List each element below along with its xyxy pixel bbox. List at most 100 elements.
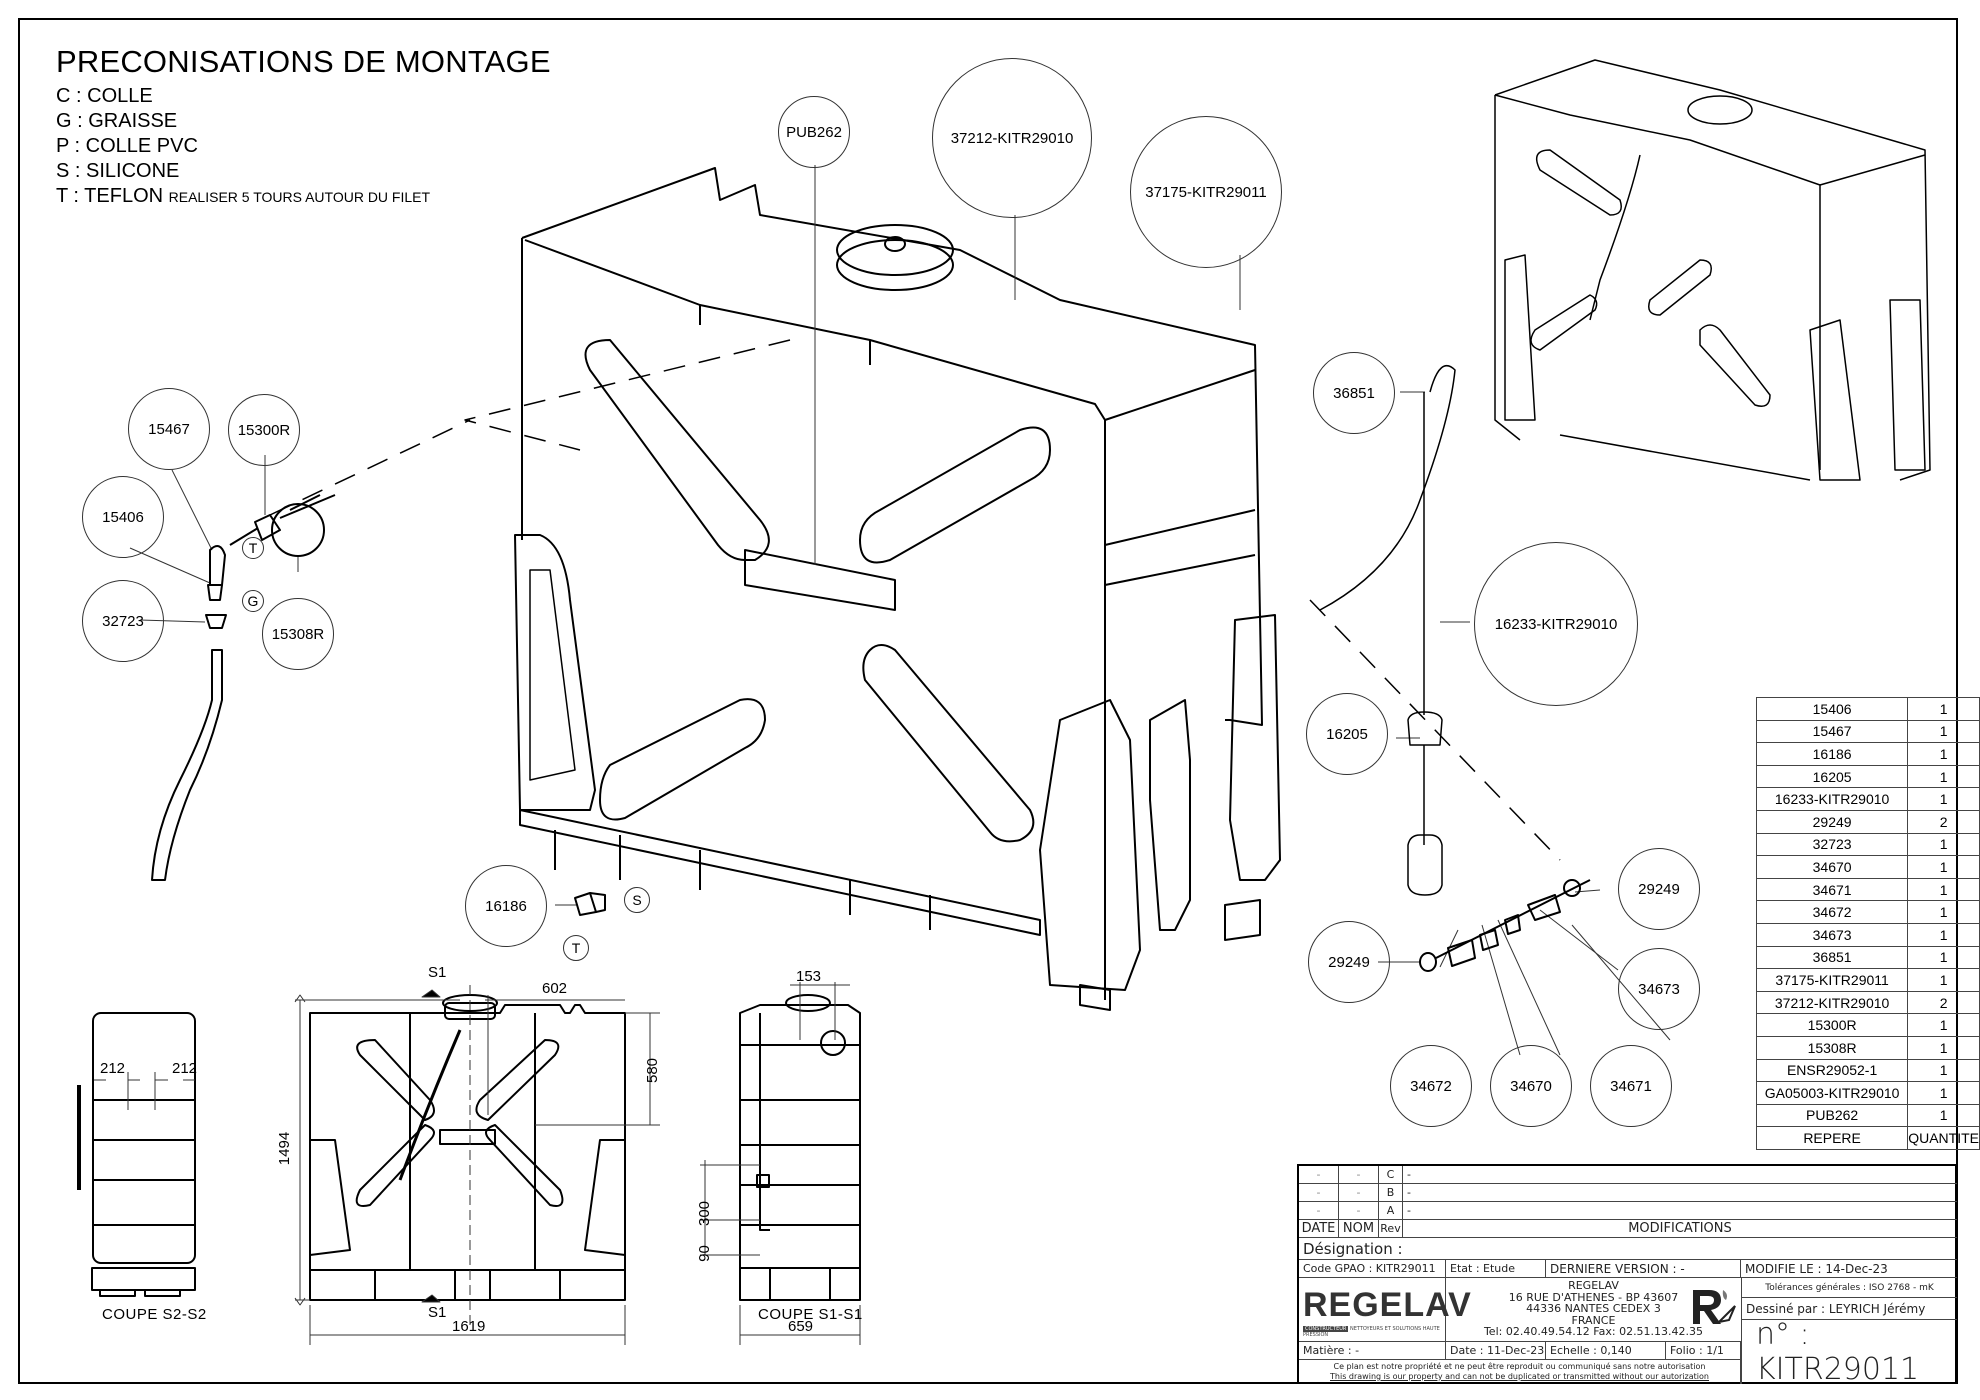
section-s1-dims xyxy=(700,982,861,1345)
callout-16205: 16205 xyxy=(1306,693,1388,775)
dim-1619: 1619 xyxy=(452,1318,486,1335)
callout-37175-kitr29011: 37175-KITR29011 xyxy=(1130,116,1282,268)
bom-qty: 1 xyxy=(1907,719,1980,744)
legend-item-c: C : COLLE xyxy=(56,85,153,107)
bom-header-row: REPERE QUANTITE xyxy=(1755,1126,1980,1150)
legend-item-t: T : TEFLON REALISER 5 TOURS AUTOUR DU FI… xyxy=(56,185,431,207)
bom-header-ref: REPERE xyxy=(1755,1126,1909,1150)
callout-15467: 15467 xyxy=(128,388,210,470)
bom-qty: 2 xyxy=(1907,990,1980,1015)
silicone-mark: S xyxy=(624,887,650,913)
gpao-row: Code GPAO : KITR29011 Etat : Etude DERNI… xyxy=(1299,1260,1957,1278)
company-address: REGELAV 16 RUE D'ATHENES - BP 43607 4433… xyxy=(1446,1278,1741,1342)
bom-qty: 1 xyxy=(1907,900,1980,924)
bom-qty: 1 xyxy=(1907,1103,1980,1128)
date: Date : 11-Dec-23 xyxy=(1446,1342,1546,1359)
leader-lines xyxy=(129,165,1671,1056)
rev-mod: - xyxy=(1407,1168,1411,1181)
derniere-version: DERNIERE VERSION : - xyxy=(1546,1260,1741,1277)
logo-tag: CONSTRUCTEUR xyxy=(1303,1326,1349,1332)
modifie-le: MODIFIE LE : 14-Dec-23 xyxy=(1745,1261,1888,1276)
dim-602: 602 xyxy=(542,980,568,997)
rev-date: - xyxy=(1299,1202,1339,1219)
logo-tagline: NETTOYEURS ET SOLUTIONS HAUTE PRESSION xyxy=(1303,1326,1440,1338)
bom-qty: 1 xyxy=(1907,922,1980,947)
designation-label: Désignation : xyxy=(1303,1239,1403,1258)
legend-item-g: G : GRAISSE xyxy=(56,110,178,132)
callout-29249: 29249 xyxy=(1618,848,1700,930)
legend-item-s: S : SILICONE xyxy=(56,160,180,182)
section-s2-dims xyxy=(94,1072,195,1110)
rev-date: - xyxy=(1299,1184,1339,1201)
etat: Etat : Etude xyxy=(1446,1260,1546,1277)
bom-qty: 1 xyxy=(1907,855,1980,879)
matiere: Matière : - xyxy=(1299,1342,1446,1359)
callout-32723: 32723 xyxy=(82,580,164,662)
address-line: 44336 NANTES CEDEX 3 xyxy=(1526,1302,1661,1315)
rev-mod: - xyxy=(1407,1186,1411,1199)
rev-letter: C xyxy=(1379,1166,1403,1183)
left-fittings xyxy=(151,494,336,881)
rev-mod: - xyxy=(1407,1204,1411,1217)
float-switch-assembly xyxy=(1319,365,1456,896)
revision-row-c: - - C - xyxy=(1299,1166,1957,1184)
bom-qty: 1 xyxy=(1907,1013,1980,1037)
assembly-dash-lines xyxy=(269,339,1561,861)
bom-qty: 1 xyxy=(1907,1058,1980,1083)
bom-qty: 1 xyxy=(1907,742,1980,766)
bom-qty: 1 xyxy=(1907,877,1980,902)
dim-153: 153 xyxy=(796,968,822,985)
bom-qty: 1 xyxy=(1907,832,1980,857)
disclaimer-fr: Ce plan est notre propriété et ne peut ê… xyxy=(1333,1362,1706,1371)
material-row: Matière : - Date : 11-Dec-23 Echelle : 0… xyxy=(1299,1342,1741,1360)
rev-nom: - xyxy=(1339,1202,1379,1219)
callout-34672: 34672 xyxy=(1390,1045,1472,1127)
bom-qty: 1 xyxy=(1907,945,1980,970)
disclaimer-en: This drawing is our property and can not… xyxy=(1330,1372,1709,1381)
regelav-logo: REGELAV xyxy=(1303,1286,1472,1324)
connector-chain xyxy=(1419,879,1591,972)
grease-mark: G xyxy=(242,590,264,612)
rev-letter: A xyxy=(1379,1202,1403,1219)
rev-date: - xyxy=(1299,1166,1339,1183)
section-s1-view xyxy=(739,994,861,1301)
title-block: - - C - - - B - - - A - DATE NOM Rev MOD… xyxy=(1297,1164,1957,1387)
section-mark-s1-top: S1 xyxy=(428,964,447,981)
callout-29249: 29249 xyxy=(1308,921,1390,1003)
rev-nom: - xyxy=(1339,1166,1379,1183)
dim-212-left: 212 xyxy=(100,1060,126,1077)
designation-row: Désignation : xyxy=(1299,1238,1957,1260)
bom-ref: 29249 xyxy=(1755,809,1909,834)
bom-ref: 36851 xyxy=(1755,945,1909,970)
bom-qty: 1 xyxy=(1907,787,1980,811)
dim-1494: 1494 xyxy=(276,1131,294,1166)
revision-row-a: - - A - xyxy=(1299,1202,1957,1220)
bom-ref: 16186 xyxy=(1755,742,1909,766)
legend-item-p: P : COLLE PVC xyxy=(56,135,198,157)
dim-212-right: 212 xyxy=(172,1060,198,1077)
bom-qty: 1 xyxy=(1907,1081,1980,1105)
callout-36851: 36851 xyxy=(1313,352,1395,434)
section-mark-s1-bottom: S1 xyxy=(428,1304,447,1321)
caption-coupe-s2: COUPE S2-S2 xyxy=(102,1306,207,1323)
bom-qty: 1 xyxy=(1907,764,1980,789)
callout-15406: 15406 xyxy=(82,476,164,558)
front-view xyxy=(309,994,626,1301)
bom-ref: ENSR29052-1 xyxy=(1755,1058,1909,1083)
regelav-r-logo-icon xyxy=(1689,1284,1739,1328)
bom-ref: 34672 xyxy=(1755,900,1909,924)
phone-fax: Tel: 02.40.49.54.12 Fax: 02.51.13.42.35 xyxy=(1483,1325,1704,1338)
teflon-mark: T xyxy=(242,537,264,559)
callout-pub262: PUB262 xyxy=(778,96,850,168)
